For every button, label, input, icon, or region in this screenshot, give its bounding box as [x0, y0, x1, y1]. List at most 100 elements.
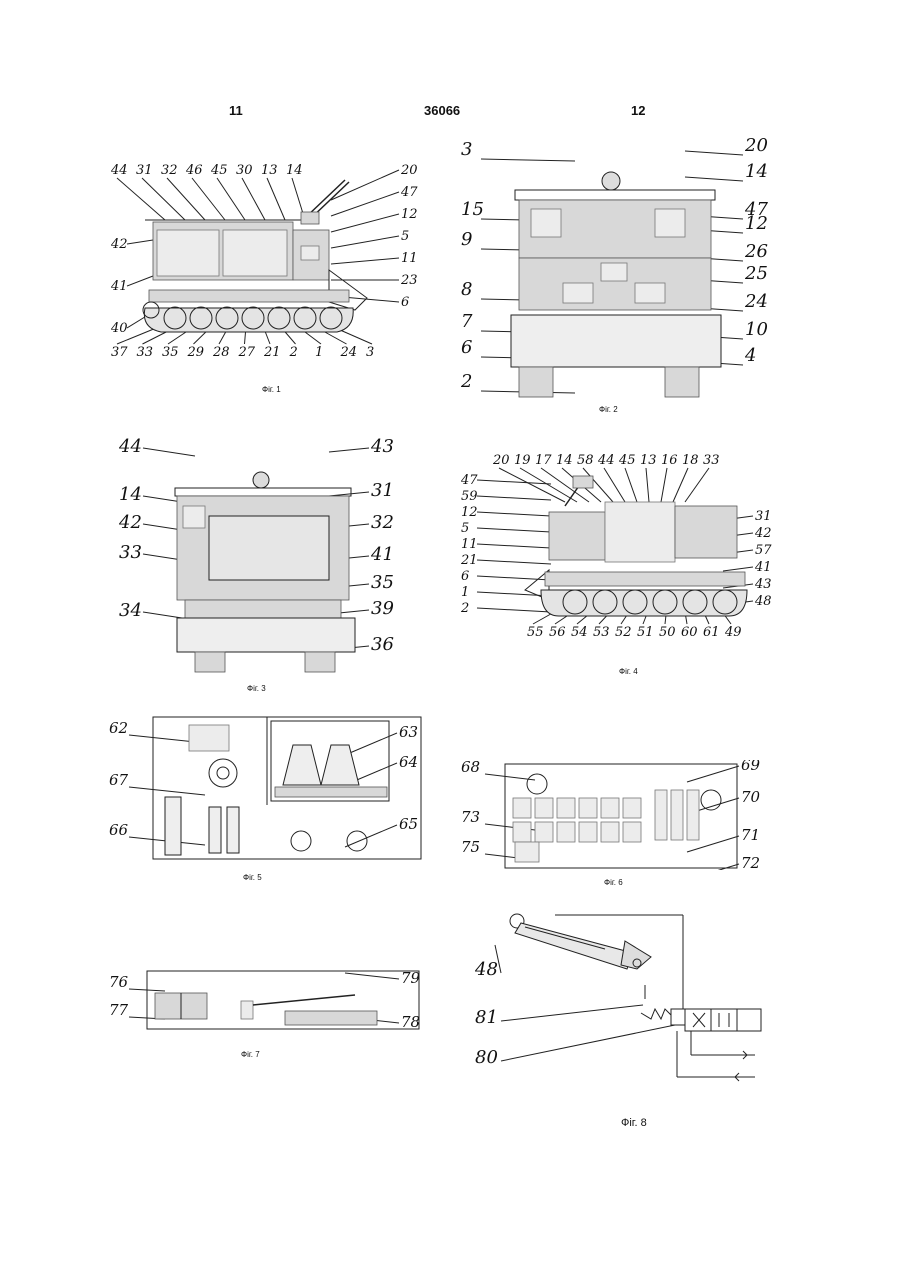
callout-label: 2 [460, 371, 472, 392]
figure-8-caption: Фіг. 8 [621, 1117, 647, 1129]
callout-label: 14 [745, 161, 768, 182]
callout-label: 4 [744, 345, 756, 366]
callout-label: 2 [289, 345, 298, 360]
leader-line [477, 592, 551, 596]
figure-6: 687375 69707172 [455, 760, 775, 870]
figure-5-caption: Фіг. 5 [243, 873, 262, 882]
leader-line [192, 178, 225, 220]
callout-label: 80 [475, 1047, 498, 1068]
callout-label: 76 [109, 973, 129, 991]
callout-label: 53 [593, 625, 610, 640]
leader-line [687, 766, 739, 782]
callout-label: 26 [744, 241, 768, 262]
storage-cell [671, 790, 683, 840]
callout-label: 13 [640, 453, 657, 468]
callout-label: 36 [371, 634, 394, 655]
callout-label: 69 [741, 760, 761, 774]
leader-line [501, 1005, 643, 1021]
figure-8-drawing: 48 81 80 [455, 905, 775, 1095]
leader-line [481, 159, 575, 161]
callout-label: 11 [401, 251, 418, 266]
storage-cell [535, 798, 553, 818]
callout-label: 43 [370, 436, 394, 457]
figure-3: 4414423334 43313241353936 [105, 430, 425, 680]
figure-7-drawing: 7677 7978 [105, 955, 425, 1045]
callout-label: 6 [461, 569, 469, 584]
storage-cell [557, 798, 575, 818]
leader-line [661, 468, 667, 502]
callout-label: 61 [703, 625, 720, 640]
figure-4-drawing: 2019171458444513161833 47591251121612 31… [455, 440, 775, 650]
callout-label: 2 [460, 601, 469, 616]
callout-label: 24 [340, 345, 358, 360]
callout-label: 81 [475, 1007, 498, 1028]
callout-label: 62 [109, 719, 128, 737]
leader-line [129, 787, 205, 795]
callout-label: 31 [371, 480, 394, 501]
page-number-left: 11 [229, 103, 243, 118]
leader-line [685, 468, 709, 502]
storage-cell [623, 798, 641, 818]
storage-cell [579, 798, 597, 818]
leader-line [485, 774, 535, 780]
callout-label: 57 [755, 543, 772, 558]
figure-7: 7677 7978 [105, 955, 425, 1045]
callout-label: 48 [474, 959, 498, 980]
callout-label: 14 [119, 484, 142, 505]
callout-label: 63 [399, 723, 418, 741]
callout-label: 11 [461, 537, 478, 552]
storage-cell [655, 790, 667, 840]
callout-label: 14 [556, 453, 573, 468]
leader-line [331, 236, 399, 248]
storage-cell [623, 822, 641, 842]
callout-label: 31 [136, 163, 153, 178]
leader-line [501, 1025, 675, 1061]
callout-label: 44 [110, 163, 128, 178]
patent-number: 36066 [424, 103, 460, 118]
callout-label: 41 [754, 560, 772, 575]
callout-label: 18 [682, 453, 699, 468]
figure-8: 48 81 80 [455, 905, 775, 1095]
storage-cell [513, 798, 531, 818]
leader-line [685, 151, 743, 155]
callout-label: 67 [109, 771, 129, 789]
callout-label: 42 [118, 512, 142, 533]
storage-cell [535, 822, 553, 842]
storage-cell [687, 790, 699, 840]
callout-label: 41 [110, 279, 128, 294]
leader-line [329, 492, 369, 496]
callout-label: 66 [109, 821, 129, 839]
callout-label: 20 [492, 453, 510, 468]
figure-3-drawing: 4414423334 43313241353936 [105, 430, 425, 680]
figure-5-drawing: 626766 636465 [105, 715, 425, 865]
figure-1: 4431324645301314 204712511236 424140 373… [105, 160, 425, 360]
callout-label: 33 [703, 453, 720, 468]
callout-label: 35 [162, 345, 179, 360]
callout-label: 12 [745, 213, 768, 234]
callout-label: 68 [461, 760, 480, 776]
callout-label: 25 [744, 263, 768, 284]
figure-1-caption: Фіг. 1 [262, 385, 281, 394]
leader-line [143, 448, 195, 456]
callout-label: 73 [461, 808, 480, 826]
callout-label: 35 [371, 572, 394, 593]
callout-label: 16 [661, 453, 678, 468]
callout-label: 13 [261, 163, 278, 178]
callout-label: 33 [119, 542, 142, 563]
callout-label: 28 [212, 345, 230, 360]
callout-label: 77 [109, 1001, 129, 1019]
callout-label: 1 [461, 585, 469, 600]
callout-label: 37 [111, 345, 128, 360]
page-number-right: 12 [631, 103, 645, 118]
callout-label: 48 [754, 594, 772, 609]
callout-label: 12 [461, 505, 478, 520]
callout-label: 46 [185, 163, 203, 178]
callout-label: 10 [745, 319, 768, 340]
leader-line [127, 240, 153, 244]
callout-label: 56 [549, 625, 566, 640]
leader-line [127, 276, 153, 286]
callout-label: 3 [461, 139, 472, 160]
callout-label: 70 [741, 788, 761, 806]
figure-6-drawing: 687375 69707172 [455, 760, 775, 870]
callout-label: 8 [461, 279, 472, 300]
